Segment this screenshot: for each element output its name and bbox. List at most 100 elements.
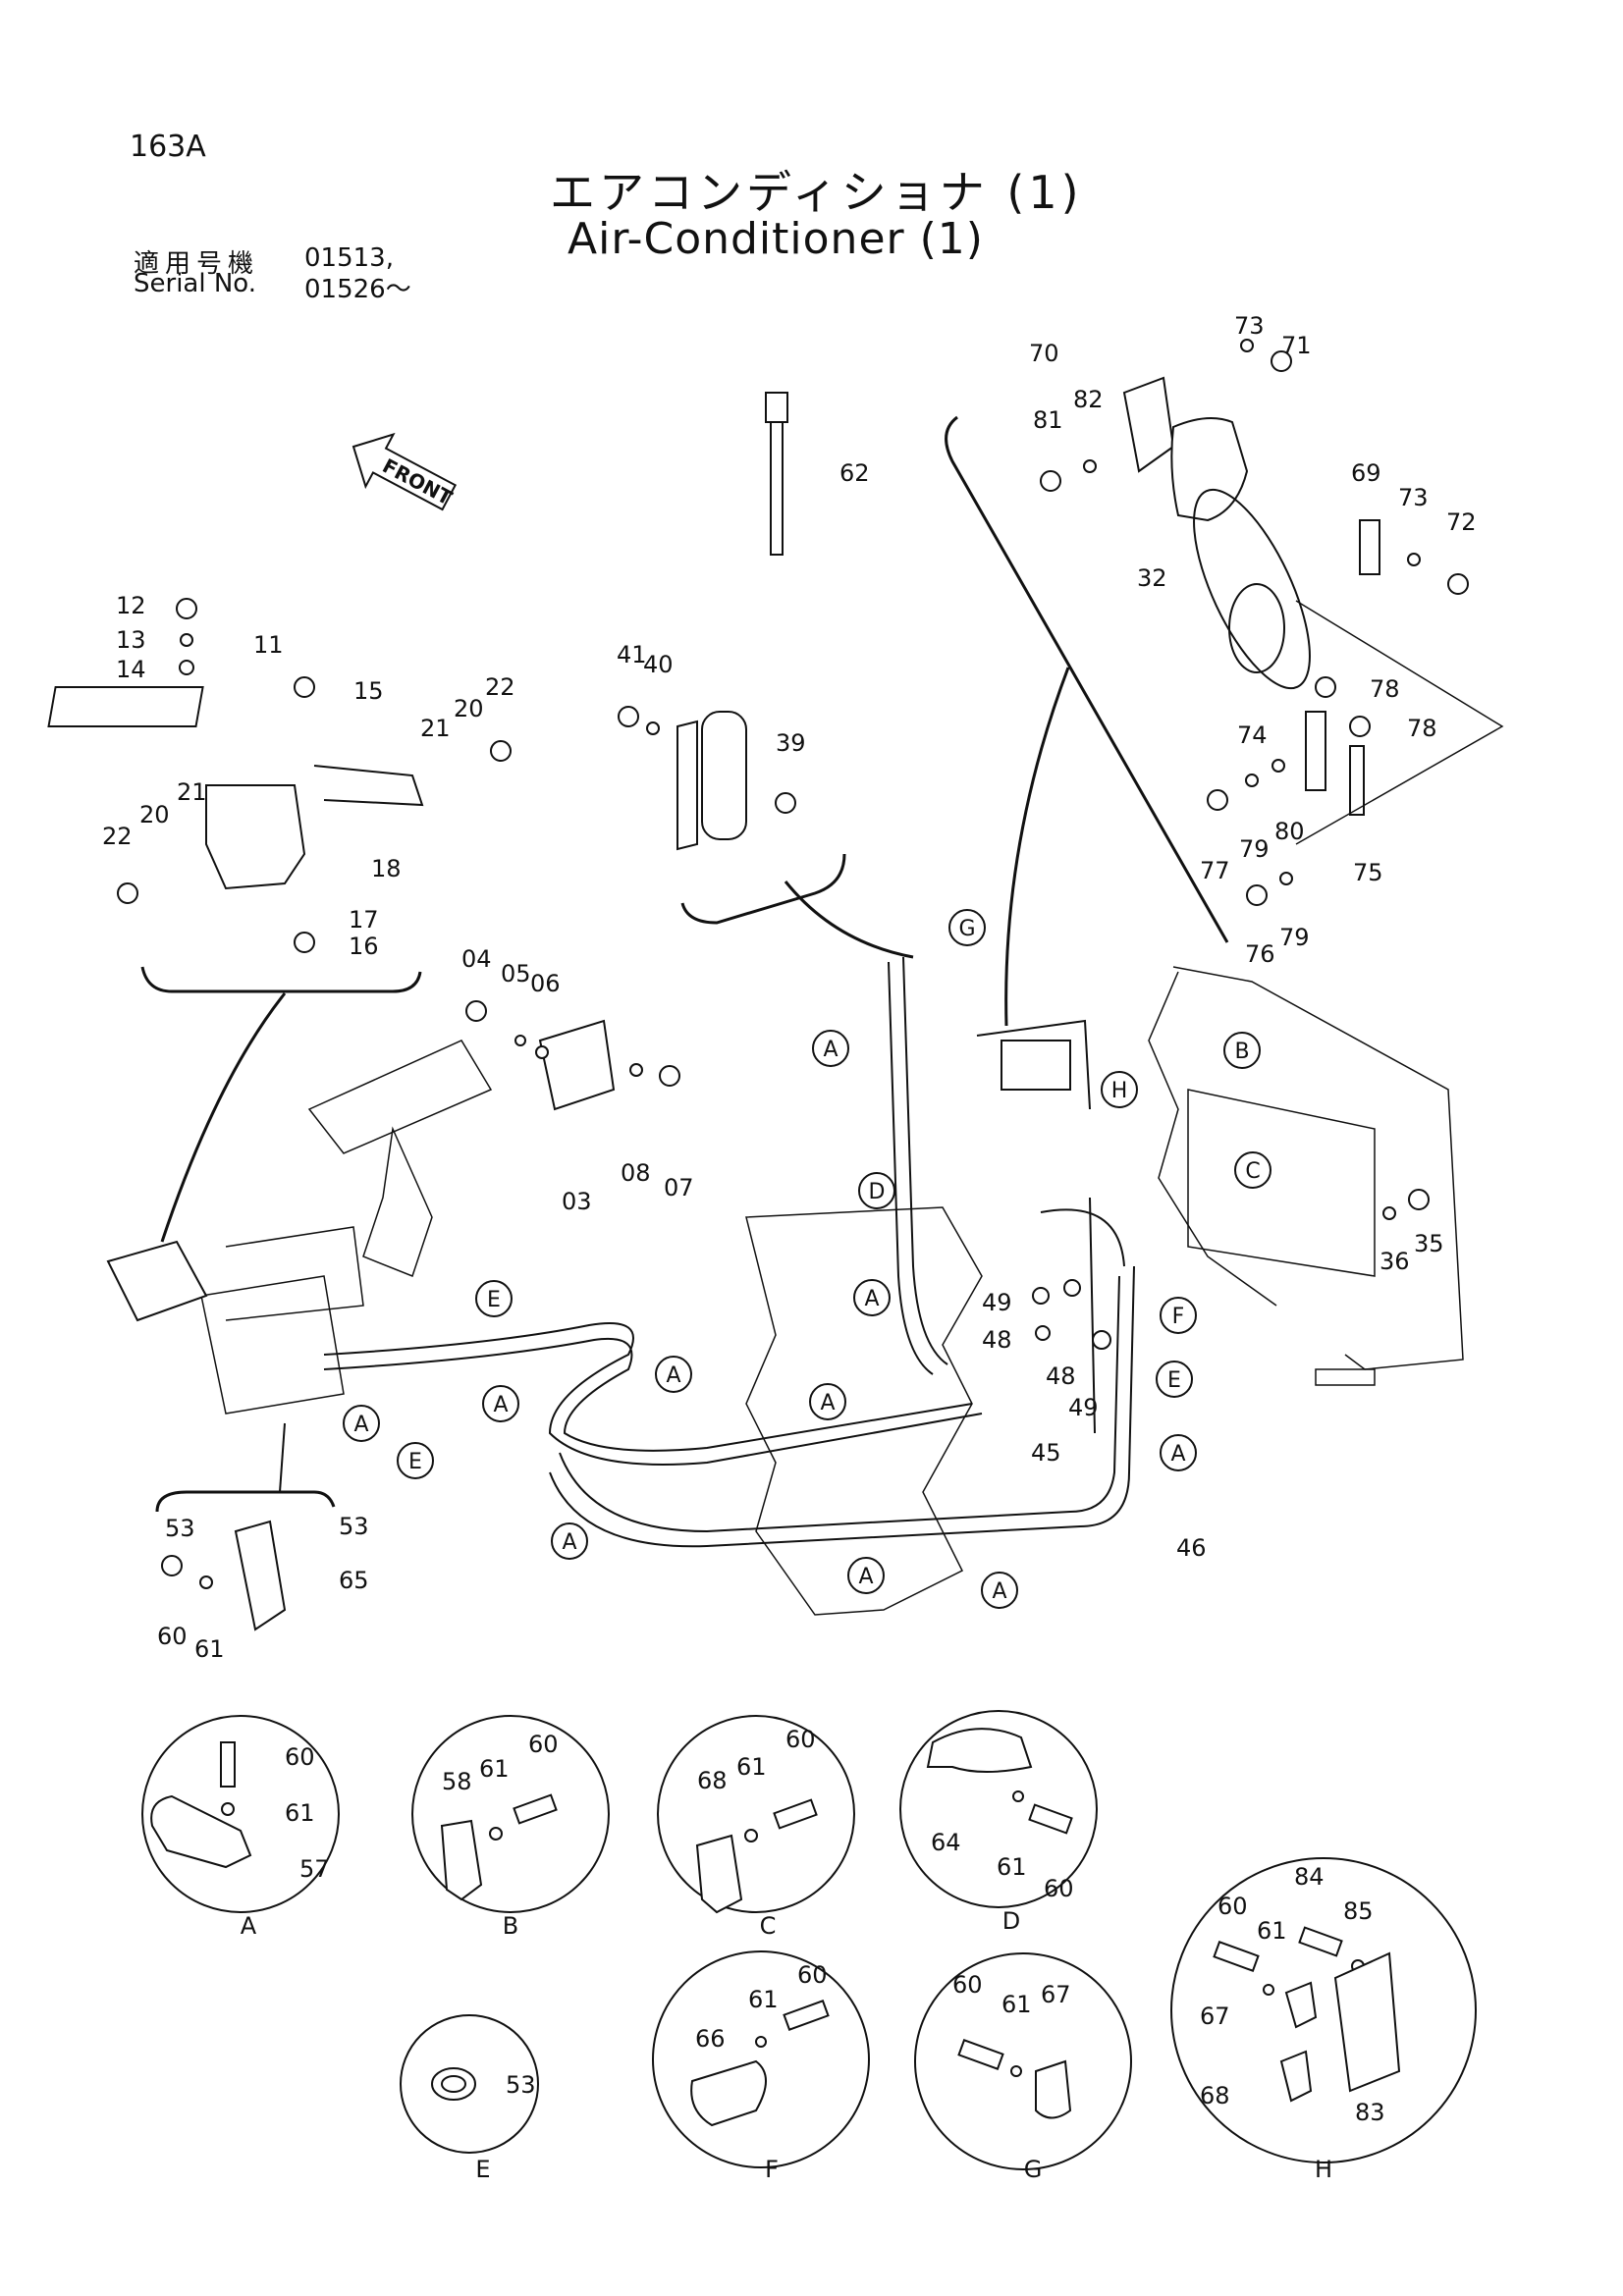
- callout-14: 14: [116, 656, 146, 683]
- compressor: [1170, 417, 1249, 522]
- washer-icon: [1271, 759, 1285, 773]
- tie-head: [765, 392, 788, 423]
- hose: [323, 1322, 983, 1466]
- front-arrow: FRONT: [352, 432, 458, 511]
- part-61: 61: [1257, 1917, 1287, 1945]
- adjust-plate: [1359, 519, 1380, 575]
- balloon-A: A: [551, 1522, 588, 1560]
- compressor-bracket: [1122, 376, 1175, 473]
- callout-21: 21: [177, 778, 207, 806]
- clip-68: [1279, 2050, 1313, 2103]
- callout-04: 04: [461, 945, 492, 973]
- callout-22: 22: [102, 823, 133, 850]
- callout-45: 45: [1031, 1439, 1061, 1467]
- callout-49: 49: [1068, 1394, 1099, 1421]
- balloon-A: A: [655, 1356, 692, 1393]
- nut-icon: [1315, 676, 1336, 698]
- balloon-E: E: [397, 1442, 434, 1479]
- main-assembly: [106, 956, 1464, 1631]
- bolt-icon: [1207, 789, 1228, 811]
- callout-77: 77: [1200, 857, 1230, 884]
- svg-text:A: A: [1170, 1442, 1185, 1467]
- svg-text:E: E: [1167, 1368, 1181, 1393]
- detail-frame: [400, 2014, 539, 2154]
- callout-78: 78: [1370, 675, 1400, 703]
- svg-text:C: C: [1245, 1159, 1260, 1184]
- callout-07: 07: [664, 1174, 694, 1201]
- svg-text:D: D: [869, 1180, 886, 1204]
- nut-icon: [618, 706, 639, 727]
- panel-plate: [47, 686, 204, 727]
- callout-40: 40: [643, 651, 674, 678]
- balloon-A: A: [482, 1385, 519, 1422]
- detail-frame: [411, 1715, 610, 1913]
- group-bracket: [140, 966, 422, 993]
- compressor-group: [945, 339, 1504, 1027]
- washer-icon: [1245, 774, 1259, 787]
- serial-label-english: Serial No.: [134, 269, 256, 298]
- serial-value-2: 01526～: [304, 275, 411, 304]
- nut-icon: [1349, 716, 1371, 737]
- callout-61: 61: [194, 1635, 225, 1663]
- washer-icon: [755, 2036, 767, 2048]
- hose: [1089, 1197, 1096, 1434]
- part-60: 60: [797, 1961, 828, 1989]
- clip-66: [690, 2059, 767, 2127]
- nut-icon: [294, 932, 315, 953]
- callout-72: 72: [1446, 508, 1477, 536]
- fitting-icon: [1035, 1325, 1051, 1341]
- callout-21: 21: [420, 715, 451, 742]
- callout-73: 73: [1234, 312, 1265, 340]
- panel-bracket: [313, 765, 424, 807]
- callout-17: 17: [349, 906, 379, 934]
- washer-icon: [1083, 459, 1097, 473]
- callout-60: 60: [157, 1623, 188, 1650]
- svg-text:H: H: [1111, 1079, 1128, 1103]
- detail-label-C: C: [760, 1912, 777, 1940]
- callout-03: 03: [562, 1188, 592, 1215]
- bolt-icon: [1028, 1803, 1073, 1835]
- bracket-plate: [538, 1019, 616, 1111]
- balloon-A: A: [809, 1383, 846, 1420]
- detail-C: 68 61 60 C: [657, 1715, 855, 1940]
- part-60: 60: [1217, 1893, 1248, 1920]
- receiver-drier: [701, 711, 747, 840]
- detail-frame: [657, 1715, 855, 1913]
- callout-12: 12: [116, 592, 146, 619]
- svg-text:A: A: [353, 1413, 368, 1437]
- leader-line: [784, 881, 914, 959]
- hose: [902, 956, 948, 1365]
- serial-label-japanese: 適用号機: [134, 249, 260, 279]
- clip-68: [695, 1834, 743, 1914]
- duct: [307, 1040, 493, 1154]
- bolt-icon: [1298, 1926, 1343, 1957]
- callout-15: 15: [353, 677, 384, 705]
- bolt-icon: [161, 1555, 183, 1576]
- panel-body: [205, 784, 306, 890]
- bolt-icon: [1408, 1189, 1430, 1210]
- callout-18: 18: [371, 855, 402, 882]
- compressor-body: [1001, 1040, 1071, 1091]
- bolt-icon: [1246, 884, 1268, 906]
- detail-frame: [1170, 1857, 1477, 2163]
- screw-icon: [294, 676, 315, 698]
- callout-78: 78: [1407, 715, 1437, 742]
- callout-20: 20: [139, 801, 170, 828]
- engine-outline: [745, 1206, 983, 1616]
- washer-icon: [629, 1063, 643, 1077]
- part-85: 85: [1343, 1897, 1374, 1925]
- hose: [323, 1337, 973, 1452]
- callout-81: 81: [1033, 406, 1063, 434]
- clip-57: [150, 1794, 252, 1869]
- part-61: 61: [1001, 1991, 1032, 2018]
- balloon-A: A: [981, 1572, 1018, 1609]
- callout-36: 36: [1380, 1248, 1410, 1275]
- part-68: 68: [697, 1767, 728, 1794]
- callout-46: 46: [1176, 1534, 1207, 1562]
- balloon-E: E: [1156, 1361, 1193, 1398]
- serial-value-1: 01513,: [304, 243, 394, 273]
- detail-H: 60 61 84 85 67 68 83 H: [1170, 1857, 1477, 2183]
- part-61: 61: [997, 1853, 1027, 1881]
- group-bracket: [680, 853, 846, 925]
- part-67: 67: [1041, 1981, 1071, 2008]
